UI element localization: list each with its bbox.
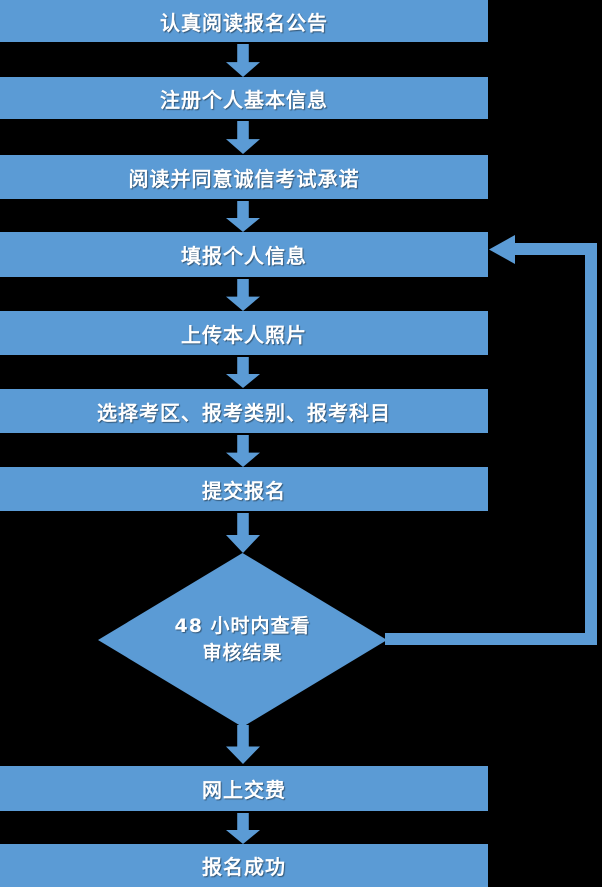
arrow-down-icon-6 (226, 435, 260, 467)
arrow-down-icon-1 (226, 44, 260, 77)
flow-node-label: 选择考区、报考类别、报考科目 (97, 400, 391, 425)
flow-node-label: 注册个人基本信息 (160, 87, 328, 112)
feedback-connector-bottom-segment (385, 633, 597, 645)
flow-node-select-exam-area-category-subject[interactable]: 选择考区、报考类别、报考科目 (0, 389, 488, 433)
feedback-connector-top-segment (510, 243, 590, 255)
arrow-down-icon-8 (226, 725, 260, 764)
flow-node-label-line2: 审核结果 (202, 642, 283, 664)
flow-node-label: 上传本人照片 (181, 322, 307, 347)
arrow-down-icon-2 (226, 121, 260, 154)
flow-node-fill-personal-info[interactable]: 填报个人信息 (0, 232, 488, 277)
flow-node-label: 提交报名 (202, 478, 286, 503)
flow-node-label: 报名成功 (202, 855, 286, 879)
flow-node-label: 填报个人信息 (181, 244, 307, 268)
arrow-down-icon-4 (226, 279, 260, 311)
flow-node-label: 阅读并同意诚信考试承诺 (128, 166, 360, 191)
flow-node-online-payment[interactable]: 网上交费 (0, 766, 488, 811)
flow-node-upload-photo[interactable]: 上传本人照片 (0, 311, 488, 355)
flow-node-label: 网上交费 (202, 778, 286, 802)
feedback-connector-vertical-segment (585, 243, 597, 643)
arrow-left-icon-feedback (489, 235, 515, 264)
arrow-down-icon-7 (226, 513, 260, 553)
flow-node-check-review-result[interactable]: 48 小时内查看 审核结果 (98, 553, 387, 727)
arrow-down-icon-5 (226, 357, 260, 388)
flow-node-registration-success[interactable]: 报名成功 (0, 844, 488, 887)
flow-node-submit-registration[interactable]: 提交报名 (0, 467, 488, 511)
flow-node-register-basic-info[interactable]: 注册个人基本信息 (0, 77, 488, 119)
flow-node-label-line1: 48 小时内查看 (174, 615, 311, 638)
arrow-down-icon-3 (226, 201, 260, 232)
flow-node-read-announcement[interactable]: 认真阅读报名公告 (0, 0, 488, 42)
flow-node-label: 认真阅读报名公告 (160, 10, 328, 35)
flow-node-agree-integrity-pledge[interactable]: 阅读并同意诚信考试承诺 (0, 155, 488, 199)
arrow-down-icon-9 (226, 813, 260, 844)
